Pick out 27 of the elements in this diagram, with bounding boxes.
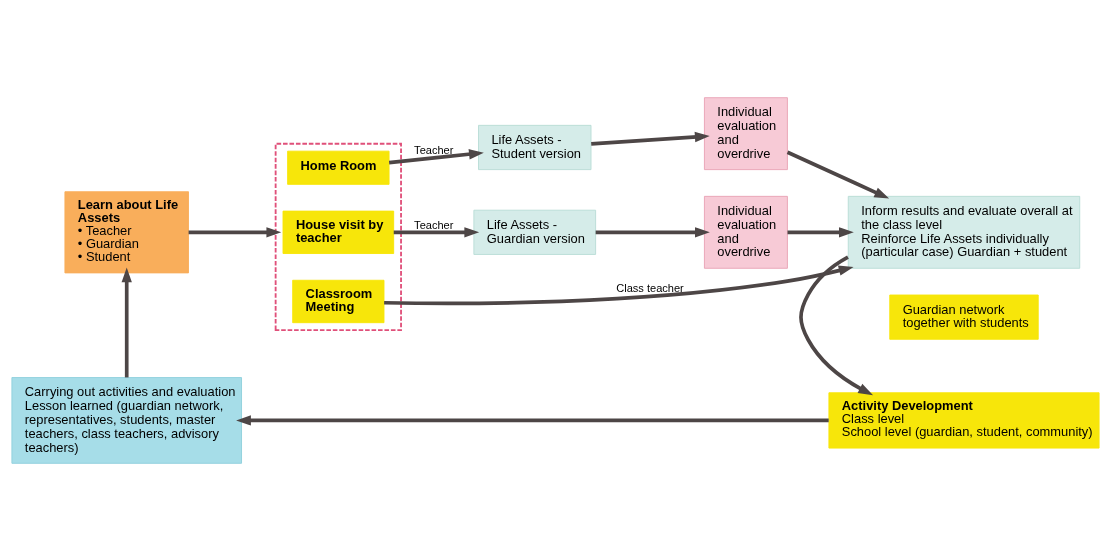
arrow bbox=[188, 226, 282, 237]
node-box: Individual evaluation and overdrive bbox=[703, 195, 788, 269]
arrow bbox=[388, 148, 484, 164]
edge-label: Teacher bbox=[414, 143, 454, 156]
arrow bbox=[595, 226, 710, 237]
node-box: Carrying out activities and evaluation Lesson learned (guardian network, representatives, students, master teachers, class teachers, advisory teachers) bbox=[11, 376, 242, 464]
node-box: Guardian network together with students bbox=[889, 294, 1039, 340]
arrow bbox=[121, 267, 132, 377]
edge-label: Class teacher bbox=[616, 281, 684, 294]
arrow bbox=[799, 254, 874, 395]
node-box: Life Assets - Student version bbox=[478, 124, 592, 170]
arrow bbox=[393, 226, 480, 237]
edge-label: Teacher bbox=[414, 218, 454, 231]
node-box: Individual evaluation and overdrive bbox=[703, 96, 788, 170]
node-box: House visit by teacher bbox=[282, 210, 395, 254]
node-box: Life Assets - Guardian version bbox=[473, 209, 597, 255]
arrow bbox=[384, 265, 854, 305]
cluster bbox=[274, 142, 402, 331]
arrow bbox=[787, 226, 854, 237]
node-box: Activity Development Class level School level (guardian, student, community) bbox=[828, 391, 1100, 449]
arrow bbox=[236, 414, 829, 426]
node-box: Inform results and evaluate overall at the class level Reinforce Life Assets individually (particular case) Guardian + student bbox=[847, 195, 1081, 269]
node-box: Learn about Life Assets • Teacher • Guardian • Student bbox=[64, 190, 189, 273]
arrow bbox=[591, 131, 710, 146]
node-box: Classroom Meeting bbox=[292, 279, 385, 323]
arrow bbox=[786, 150, 890, 199]
node-box: Home Room bbox=[287, 150, 390, 185]
